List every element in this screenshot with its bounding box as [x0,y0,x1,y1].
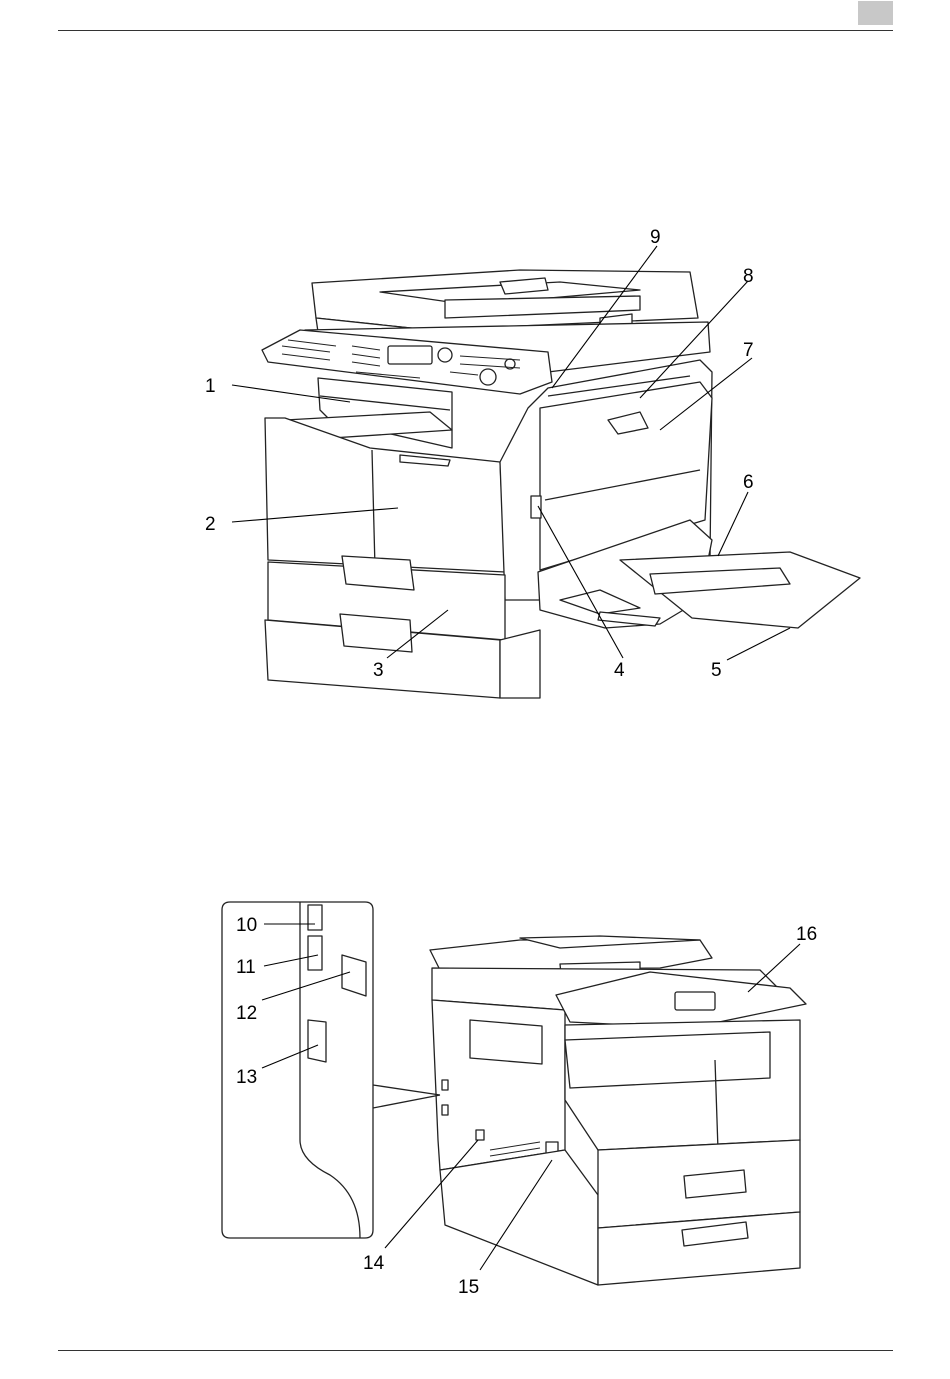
callout-11: 11 [236,957,256,978]
callout-15: 15 [458,1277,479,1298]
callout-14: 14 [363,1253,385,1274]
callout-10: 10 [236,915,257,936]
callout-1: 1 [205,376,216,397]
callout-5: 5 [711,660,722,681]
printer-rear-illustration [222,902,806,1285]
callout-7: 7 [743,340,754,361]
callout-3: 3 [373,660,384,681]
callout-8: 8 [743,266,754,287]
callout-16: 16 [796,924,817,945]
callout-9: 9 [650,227,661,248]
printer-front-illustration [262,270,860,698]
callout-6: 6 [743,472,754,493]
callout-4: 4 [614,660,625,681]
callout-13: 13 [236,1067,257,1088]
callout-12: 12 [236,1003,257,1024]
callout-2: 2 [205,514,216,535]
